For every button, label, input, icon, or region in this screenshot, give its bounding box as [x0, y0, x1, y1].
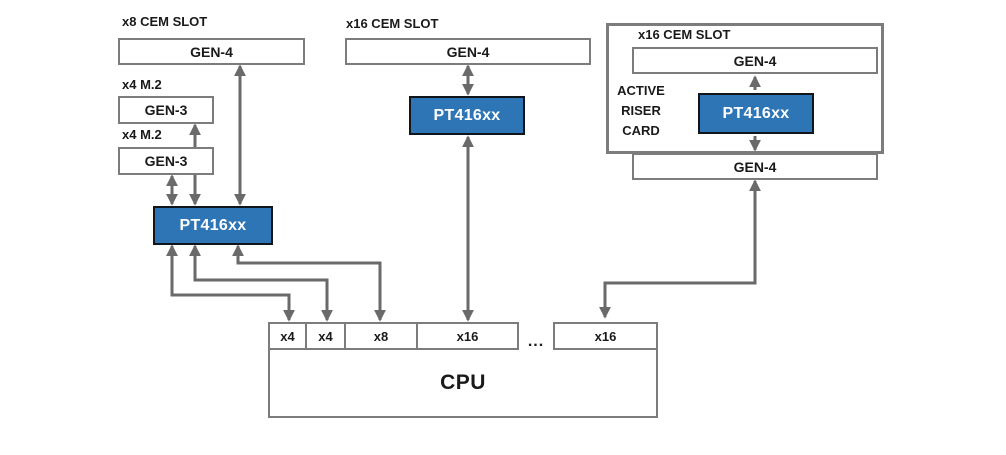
retimer-chip-middle: PT416xx [409, 96, 525, 135]
x16-cem-slot-right-gen4-box: GEN-4 [632, 47, 878, 74]
x8-cem-slot-label: x8 CEM SLOT [122, 14, 208, 29]
arrow-right-board-gen4-to-cpu-x16 [599, 179, 761, 319]
arrow-left-retimer-to-cpu-x4-1 [166, 244, 295, 322]
riser-caption-line1: ACTIVE [617, 83, 665, 98]
cpu-port-x4-1: x4 [268, 322, 307, 350]
x16-cem-slot-right-label: x16 CEM SLOT [638, 27, 731, 42]
cpu-port-x16-2: x16 [553, 322, 658, 350]
active-riser-card-outline [606, 23, 884, 154]
x8-cem-slot-gen4-box: GEN-4 [118, 38, 305, 65]
riser-caption-line2: RISER [621, 103, 661, 118]
m2-slot-bottom-label: x4 M.2 [122, 127, 162, 142]
retimer-chip-left: PT416xx [153, 206, 273, 245]
active-riser-card-caption: ACTIVE RISER CARD [608, 81, 674, 141]
cpu-box: CPU [268, 348, 658, 418]
x16-cem-slot-middle-label: x16 CEM SLOT [346, 16, 439, 31]
arrow-left-retimer-to-cpu-x4-2 [189, 244, 333, 322]
riser-board-gen4-box: GEN-4 [632, 153, 878, 180]
m2-slot-bottom-gen3-box: GEN-3 [118, 147, 214, 175]
cpu-port-x16-1: x16 [416, 322, 519, 350]
m2-slot-top-gen3-box: GEN-3 [118, 96, 214, 124]
cpu-port-x8: x8 [344, 322, 418, 350]
arrow-left-retimer-to-cpu-x8 [232, 244, 386, 322]
m2-slot-top-label: x4 M.2 [122, 77, 162, 92]
x16-cem-slot-middle-gen4-box: GEN-4 [345, 38, 591, 65]
riser-caption-line3: CARD [622, 123, 660, 138]
cpu-port-ellipsis: ... [519, 322, 553, 355]
retimer-chip-right: PT416xx [698, 93, 814, 134]
cpu-port-x4-2: x4 [305, 322, 346, 350]
